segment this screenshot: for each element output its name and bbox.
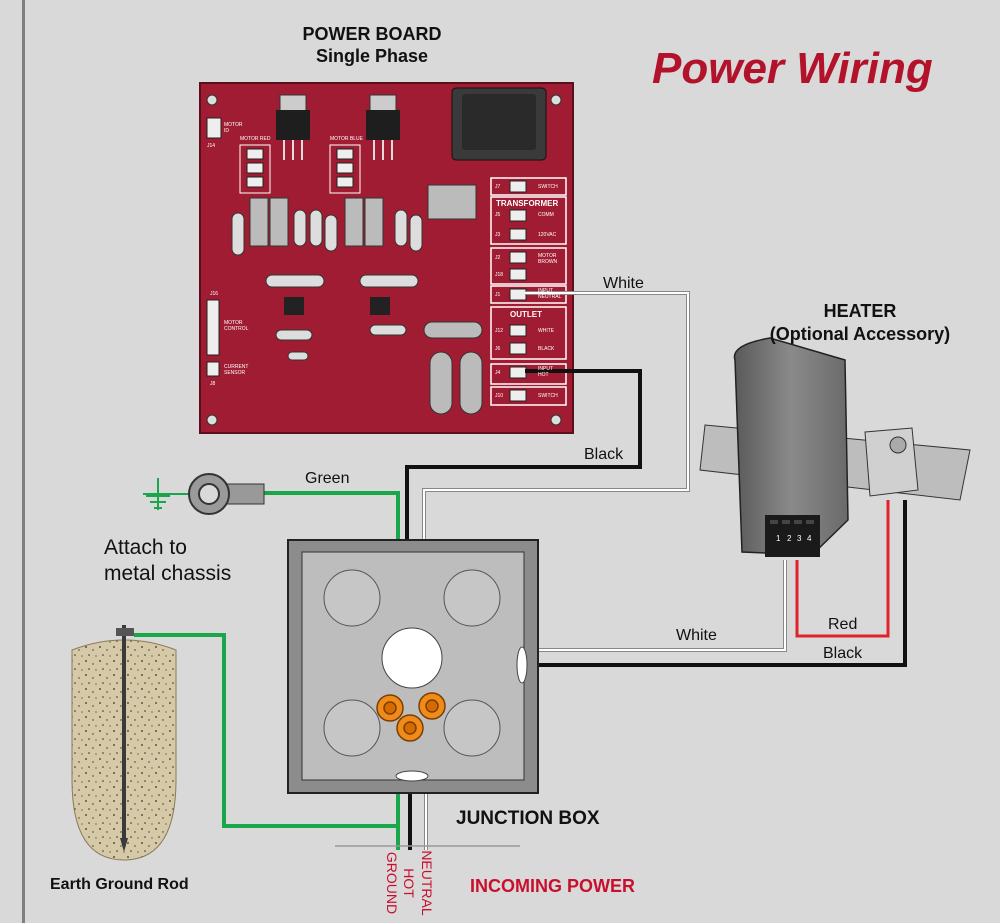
wire-label-white-top: White [603, 275, 644, 292]
mounting-holes [206, 94, 562, 426]
label-j5: J5 [495, 212, 501, 218]
label-input-hot: INPUT HOT [538, 366, 553, 378]
label-outlet: OUTLET [510, 310, 542, 319]
wire-nuts [376, 692, 446, 742]
label-j12: J12 [495, 328, 504, 334]
label-j7: J7 [495, 184, 501, 190]
left-border-rule [22, 0, 25, 923]
wire-white-board [423, 292, 689, 540]
label-motor-id: MOTOR ID [224, 122, 243, 134]
heater-terminal-2: 2 [787, 534, 792, 543]
heater-terminal-1: 1 [776, 534, 781, 543]
wire-black-board [405, 369, 642, 540]
label-motor-brown: MOTOR BROWN [538, 253, 558, 265]
heater-title: HEATER [823, 301, 897, 321]
label-j10: J10 [495, 393, 504, 399]
label-j14: J14 [207, 143, 216, 149]
page-title: Power Wiring [652, 44, 933, 93]
chassis-label-line2: metal chassis [104, 562, 232, 585]
label-motor-blue: MOTOR BLUE [330, 136, 363, 142]
heater [699, 337, 971, 557]
label-switch-2: SWITCH [538, 393, 558, 399]
wire-label-white-heater: White [676, 627, 717, 644]
ground-symbol-icon [143, 478, 190, 510]
label-j16: J16 [210, 291, 219, 297]
wire-label-black-heater: Black [823, 645, 863, 662]
incoming-ground-label: GROUND [384, 851, 400, 915]
power-transistors [276, 94, 400, 160]
label-j4: J4 [495, 370, 501, 376]
heater-subtitle: (Optional Accessory) [769, 324, 951, 344]
incoming-power-label: INCOMING POWER [470, 876, 635, 896]
heater-terminal-3: 3 [797, 534, 802, 543]
junction-box-label: JUNCTION BOX [456, 808, 600, 829]
label-comm: COMM [538, 212, 554, 218]
ring-terminal-lug [188, 473, 265, 515]
wire-black-heater [432, 500, 907, 667]
label-j8: J8 [210, 381, 216, 387]
label-j1: J1 [495, 292, 501, 298]
incoming-hot-label: HOT [401, 868, 417, 898]
wire-white-heater [418, 560, 786, 651]
label-transformer: TRANSFORMER [496, 199, 559, 208]
label-motor-red: MOTOR RED [240, 136, 271, 142]
power-board-subtitle: Single Phase [315, 46, 429, 66]
wire-green-chassis [262, 491, 400, 540]
wire-label-black-top: Black [584, 446, 624, 463]
label-black: BLACK [538, 346, 555, 352]
connector-blocks [490, 177, 567, 406]
label-j7-switch: SWITCH [538, 184, 558, 190]
junction-box [287, 539, 539, 794]
label-motor-control: MOTOR CONTROL [224, 320, 249, 332]
power-board [199, 82, 574, 434]
label-j2: J2 [495, 255, 501, 261]
earth-ground-rod [71, 625, 177, 861]
label-120vac: 120VAC [538, 232, 557, 238]
wire-label-green: Green [305, 470, 350, 487]
wire-red-heater [795, 500, 890, 638]
label-j18: J18 [495, 272, 504, 278]
power-board-title: POWER BOARD [302, 24, 442, 44]
earth-ground-rod-label: Earth Ground Rod [50, 876, 189, 893]
label-input-neutral: INPUT NEUTRAL [538, 288, 562, 300]
label-white: WHITE [538, 328, 555, 334]
label-current-sensor: CURRENT SENSOR [224, 364, 249, 376]
heater-terminal-4: 4 [807, 534, 812, 543]
chassis-label-line1: Attach to [104, 536, 187, 559]
wire-label-red: Red [828, 616, 858, 633]
label-j3: J3 [495, 232, 501, 238]
board-components [231, 184, 483, 415]
label-j6: J6 [495, 346, 501, 352]
incoming-neutral-label: NEUTRAL [419, 850, 435, 916]
connector-terminals [509, 180, 527, 402]
motor-headers [206, 117, 361, 377]
